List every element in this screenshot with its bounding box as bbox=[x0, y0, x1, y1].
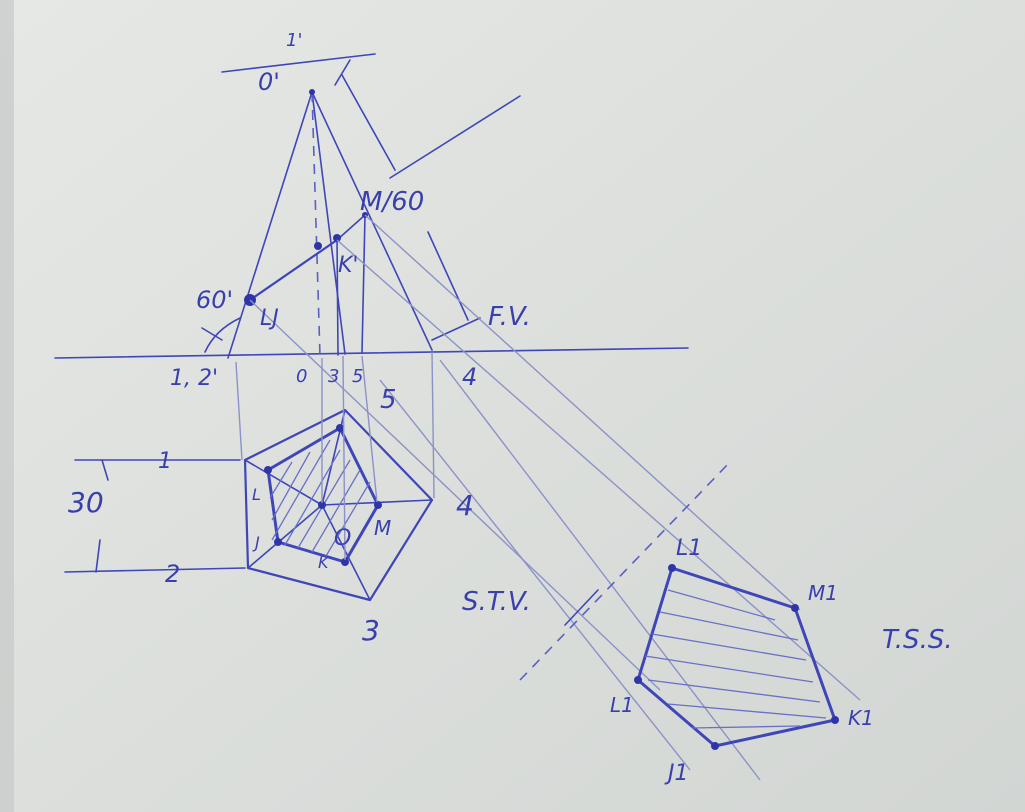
top-point-m bbox=[374, 501, 382, 509]
label-l1: L1 bbox=[676, 536, 702, 561]
fv-projector-k bbox=[336, 235, 339, 356]
label-top-j: J bbox=[252, 533, 260, 552]
label-tss: T.S.S. bbox=[882, 625, 953, 655]
label-xy-3: 3 bbox=[328, 366, 339, 387]
section-plane-trace bbox=[248, 238, 339, 302]
label-angle-60: 60' bbox=[196, 286, 233, 314]
top-point-o bbox=[318, 501, 326, 509]
label-k1: K1 bbox=[848, 706, 874, 730]
label-l-prime: LJ bbox=[260, 306, 279, 331]
top-section-outline bbox=[266, 426, 380, 564]
label-xy-0: 0 bbox=[296, 366, 307, 387]
labels: 0' 1' M/60 60' K' LJ F.V. 1, 2' 0 3 5 4 … bbox=[68, 30, 953, 786]
true-shape-section bbox=[634, 564, 839, 750]
aux-projector-2 bbox=[336, 239, 861, 701]
true-shape-hatching bbox=[644, 589, 827, 729]
label-top-k: K bbox=[318, 553, 330, 572]
top-view bbox=[64, 351, 435, 602]
point-j1 bbox=[711, 742, 719, 750]
aux-projector-5 bbox=[249, 299, 661, 691]
label-k-prime: K' bbox=[338, 253, 358, 278]
projector-1 bbox=[235, 361, 243, 461]
xy-reference-line bbox=[54, 347, 689, 359]
label-top-o: O bbox=[334, 526, 351, 551]
top-point-l bbox=[264, 466, 272, 474]
projector-4 bbox=[431, 351, 435, 499]
apex-tick-line bbox=[221, 53, 376, 73]
section-plane-trace-up bbox=[336, 214, 366, 241]
fv-edge-mid-1 bbox=[311, 91, 346, 355]
angle-arc-60 bbox=[204, 317, 241, 353]
stv-line bbox=[519, 461, 731, 681]
dim-30-arrow-top bbox=[101, 459, 109, 481]
point-l1-left bbox=[634, 676, 642, 684]
label-j1: J1 bbox=[664, 761, 689, 786]
label-apex-prime-mark: 1' bbox=[286, 30, 302, 51]
dim-30-arrow-bottom bbox=[95, 539, 101, 573]
top-point-k bbox=[341, 558, 349, 566]
label-apex-o-prime: 0' bbox=[258, 68, 280, 96]
top-edge-o-2 bbox=[247, 504, 323, 569]
point-j-prime bbox=[314, 242, 322, 250]
fv-axis-dashed bbox=[311, 91, 321, 357]
fv-projector-m bbox=[361, 214, 366, 354]
aux-projector-4 bbox=[379, 379, 691, 771]
paper-left-shadow bbox=[0, 0, 14, 812]
auxiliary-projectors bbox=[249, 214, 861, 781]
point-k-prime bbox=[333, 234, 341, 242]
fv-true-length-base bbox=[431, 317, 481, 341]
stv-line-tick bbox=[564, 589, 599, 626]
label-stv: S.T.V. bbox=[462, 587, 531, 617]
top-point-5 bbox=[336, 424, 344, 432]
m-diagonal bbox=[389, 95, 521, 179]
label-dim-30: 30 bbox=[68, 486, 104, 519]
aux-projector-3 bbox=[439, 359, 761, 781]
apex-small-stroke bbox=[334, 59, 351, 86]
top-point-j bbox=[274, 538, 282, 546]
label-xy-5: 5 bbox=[352, 366, 363, 387]
point-apex bbox=[309, 89, 315, 95]
point-l1 bbox=[668, 564, 676, 572]
label-top-2: 2 bbox=[165, 560, 180, 588]
angle-tick bbox=[201, 327, 223, 341]
label-top-m: M bbox=[374, 516, 391, 540]
label-fv: F.V. bbox=[488, 302, 531, 332]
label-m-60: M/60 bbox=[360, 187, 424, 217]
point-m1 bbox=[791, 604, 799, 612]
dim-line-bottom bbox=[64, 567, 246, 573]
projector-m bbox=[361, 355, 378, 503]
aux-projector-1 bbox=[364, 214, 801, 611]
label-l1-left: L1 bbox=[610, 693, 634, 717]
label-xy-12: 1, 2' bbox=[170, 366, 218, 391]
top-edge-o-1 bbox=[244, 459, 323, 506]
point-k1 bbox=[831, 716, 839, 724]
fv-edge-left bbox=[227, 91, 313, 359]
front-view bbox=[201, 53, 521, 359]
true-shape-outline bbox=[636, 566, 837, 748]
label-xy-4: 4 bbox=[462, 363, 477, 391]
label-top-l: L bbox=[252, 485, 261, 504]
fv-true-length-line bbox=[427, 231, 469, 321]
m-leader bbox=[341, 74, 396, 171]
label-top-4: 4 bbox=[456, 489, 474, 522]
label-top-3: 3 bbox=[362, 614, 380, 647]
label-top-1: 1 bbox=[158, 449, 172, 474]
projector-k bbox=[342, 355, 346, 561]
label-m1: M1 bbox=[808, 581, 838, 605]
label-top-5: 5 bbox=[380, 385, 397, 415]
top-pentagon-outline bbox=[243, 408, 434, 602]
